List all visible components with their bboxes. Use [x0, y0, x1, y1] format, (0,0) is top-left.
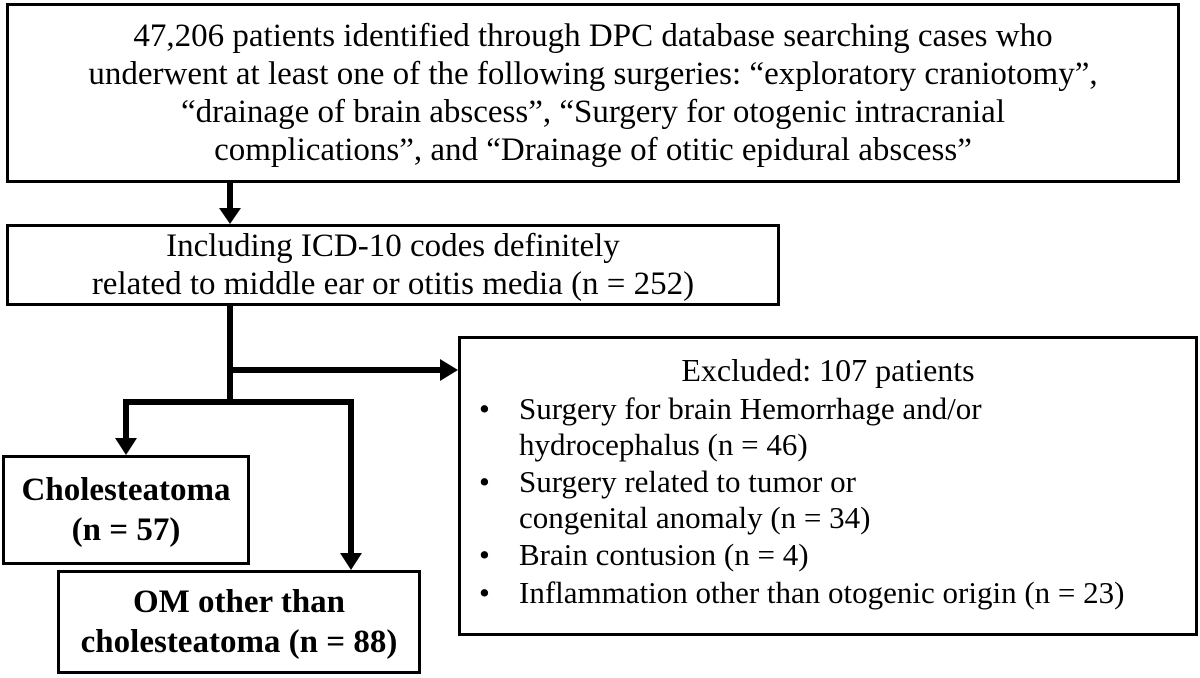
bullet-icon: •: [479, 391, 490, 426]
excluded-item-tumor: • Surgery related to tumor or congenital…: [471, 464, 1191, 535]
excluded-item-text: Surgery related to tumor or: [519, 464, 856, 499]
identified-line-1: 47,206 patients identified through DPC d…: [133, 18, 1053, 54]
arrowhead-included: [219, 208, 241, 224]
arrowhead-excluded: [440, 359, 458, 381]
cholesteatoma-label: Cholesteatoma: [21, 472, 231, 508]
identified-line-2: underwent at least one of the following …: [88, 56, 1098, 92]
excluded-item-text: congenital anomaly (n = 34): [519, 499, 871, 535]
excluded-item-text: hydrocephalus (n = 46): [519, 426, 808, 462]
arrowhead-cholesteatoma: [115, 438, 137, 455]
included-line-1: Including ICD-10 codes definitely: [166, 228, 620, 264]
excluded-item-text: Inflammation other than otogenic origin …: [519, 574, 1125, 610]
excluded-item-text: Surgery for brain Hemorrhage and/or: [519, 391, 982, 426]
excluded-item-text: Brain contusion (n = 4): [519, 537, 809, 572]
om-other-box: OM other than cholesteatoma (n = 88): [57, 570, 421, 674]
arrowhead-om: [340, 553, 362, 570]
excluded-patients-box: Excluded: 107 patients • Surgery for bra…: [458, 336, 1198, 636]
bullet-icon: •: [479, 464, 490, 499]
identified-line-4: complications”, and “Drainage of otitic …: [214, 132, 972, 168]
excluded-reasons-list: • Surgery for brain Hemorrhage and/or hy…: [471, 391, 1191, 612]
identified-patients-box: 47,206 patients identified through DPC d…: [6, 3, 1180, 183]
bullet-icon: •: [479, 574, 490, 610]
excluded-item-inflammation: • Inflammation other than otogenic origi…: [471, 575, 1191, 611]
included-line-2: related to middle ear or otitis media (n…: [91, 266, 695, 302]
excluded-item-hemorrhage: • Surgery for brain Hemorrhage and/or hy…: [471, 391, 1191, 462]
excluded-title: Excluded: 107 patients: [681, 352, 975, 388]
included-patients-box: Including ICD-10 codes definitely relate…: [6, 224, 780, 306]
excluded-item-contusion: • Brain contusion (n = 4): [471, 537, 1191, 573]
identified-line-3: “drainage of brain abscess”, “Surgery fo…: [180, 94, 1006, 130]
om-other-count: cholesteatoma (n = 88): [80, 624, 398, 660]
cholesteatoma-count: (n = 57): [71, 512, 181, 548]
om-other-label: OM other than: [132, 584, 346, 620]
bullet-icon: •: [479, 537, 490, 572]
cholesteatoma-box: Cholesteatoma (n = 57): [2, 455, 250, 565]
